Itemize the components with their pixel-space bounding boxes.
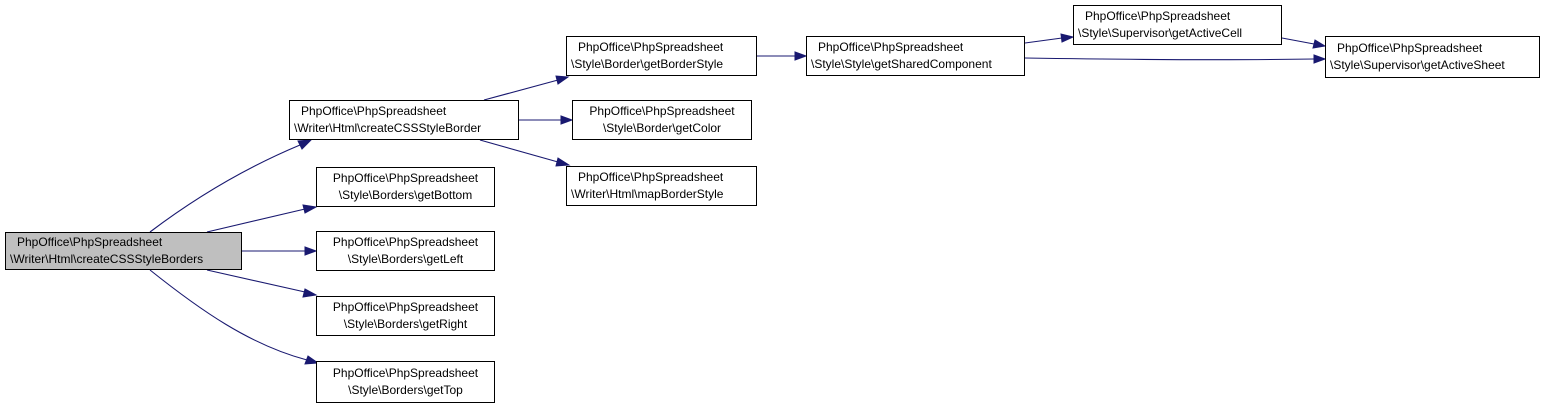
node-method-label: \Style\Supervisor\getActiveSheet — [1330, 58, 1505, 72]
node-getsharedcomponent[interactable]: PhpOffice\PhpSpreadsheet \Style\Style\ge… — [806, 36, 1025, 76]
node-getright[interactable]: PhpOffice\PhpSpreadsheet \Style\Borders\… — [316, 296, 495, 336]
edge-createcssstyleborders-to-getright — [206, 269, 306, 293]
arrowhead-getright — [302, 288, 318, 298]
arrowhead-mapborderstyle — [555, 157, 571, 167]
node-method-label: \Writer\Html\mapBorderStyle — [571, 187, 724, 201]
node-method-label: \Style\Style\getSharedComponent — [811, 57, 992, 71]
node-namespace-label: PhpOffice\PhpSpreadsheet — [818, 40, 964, 54]
node-namespace-label: PhpOffice\PhpSpreadsheet — [1085, 9, 1231, 23]
node-namespace-label: PhpOffice\PhpSpreadsheet — [578, 40, 724, 54]
edge-getsharedcomponent-to-getactivesheet — [1024, 57, 1315, 61]
edge-createcssstyleborders-to-createcssstyleborder — [149, 144, 301, 233]
edge-createcssstyleborders-to-gettop — [149, 269, 308, 361]
node-namespace-label: PhpOffice\PhpSpreadsheet — [589, 104, 735, 118]
node-createcssstyleborders[interactable]: PhpOffice\PhpSpreadsheet \Writer\Html\cr… — [5, 232, 242, 270]
arrowhead-getsharedcomponent — [794, 51, 808, 61]
edge-createcssstyleborder-to-getborderstyle — [483, 79, 559, 101]
node-namespace-label: PhpOffice\PhpSpreadsheet — [332, 171, 479, 185]
node-getactivecell[interactable]: PhpOffice\PhpSpreadsheet \Style\Supervis… — [1073, 5, 1282, 45]
node-method-label: \Style\Borders\getRight — [343, 317, 468, 331]
node-getactivesheet[interactable]: PhpOffice\PhpSpreadsheet \Style\Supervis… — [1325, 36, 1540, 78]
arrowhead-createcssstyleborder — [297, 139, 313, 150]
arrowhead-getactivesheet-from-getactivecell — [1312, 39, 1327, 49]
node-namespace-label: PhpOffice\PhpSpreadsheet — [332, 366, 479, 380]
arrowhead-getactivecell — [1060, 33, 1075, 43]
node-method-label: \Style\Border\getBorderStyle — [571, 57, 724, 71]
edge-createcssstyleborder-to-mapborderstyle — [479, 139, 559, 163]
node-getleft[interactable]: PhpOffice\PhpSpreadsheet \Style\Borders\… — [316, 231, 495, 271]
node-method-label: \Style\Border\getColor — [602, 121, 722, 135]
arrowhead-getleft — [304, 246, 318, 256]
node-namespace-label: PhpOffice\PhpSpreadsheet — [301, 104, 447, 118]
node-method-label: \Style\Supervisor\getActiveCell — [1078, 26, 1243, 40]
arrowhead-getborderstyle — [555, 75, 570, 85]
arrowhead-getactivesheet-from-getsharedcomponent — [1313, 54, 1327, 64]
node-namespace-label: PhpOffice\PhpSpreadsheet — [332, 300, 479, 314]
node-namespace-label: PhpOffice\PhpSpreadsheet — [1337, 41, 1483, 55]
node-namespace-label: PhpOffice\PhpSpreadsheet — [17, 235, 163, 249]
node-createcssstyleborder[interactable]: PhpOffice\PhpSpreadsheet \Writer\Html\cr… — [289, 100, 519, 140]
node-method-label: \Style\Borders\getLeft — [347, 252, 464, 266]
edge-createcssstyleborders-to-getbottom — [206, 208, 306, 233]
node-method-label: \Style\Borders\getBottom — [338, 188, 473, 202]
edge-getsharedcomponent-to-getactivecell — [1024, 37, 1063, 44]
node-getbottom[interactable]: PhpOffice\PhpSpreadsheet \Style\Borders\… — [316, 167, 495, 207]
node-method-label: \Writer\Html\createCSSStyleBorders — [10, 252, 204, 266]
arrowhead-getbottom — [302, 204, 318, 214]
node-getcolor[interactable]: PhpOffice\PhpSpreadsheet \Style\Border\g… — [572, 100, 752, 140]
arrowhead-getcolor — [560, 115, 574, 125]
node-gettop[interactable]: PhpOffice\PhpSpreadsheet \Style\Borders\… — [316, 361, 495, 403]
node-namespace-label: PhpOffice\PhpSpreadsheet — [578, 170, 724, 184]
edge-getactivecell-to-getactivesheet — [1281, 37, 1315, 45]
node-method-label: \Style\Borders\getTop — [348, 383, 463, 397]
arrowhead-gettop — [304, 355, 320, 365]
node-getborderstyle[interactable]: PhpOffice\PhpSpreadsheet \Style\Border\g… — [566, 36, 757, 76]
node-mapborderstyle[interactable]: PhpOffice\PhpSpreadsheet \Writer\Html\ma… — [566, 166, 757, 206]
node-namespace-label: PhpOffice\PhpSpreadsheet — [332, 235, 479, 249]
node-method-label: \Writer\Html\createCSSStyleBorder — [294, 121, 482, 135]
